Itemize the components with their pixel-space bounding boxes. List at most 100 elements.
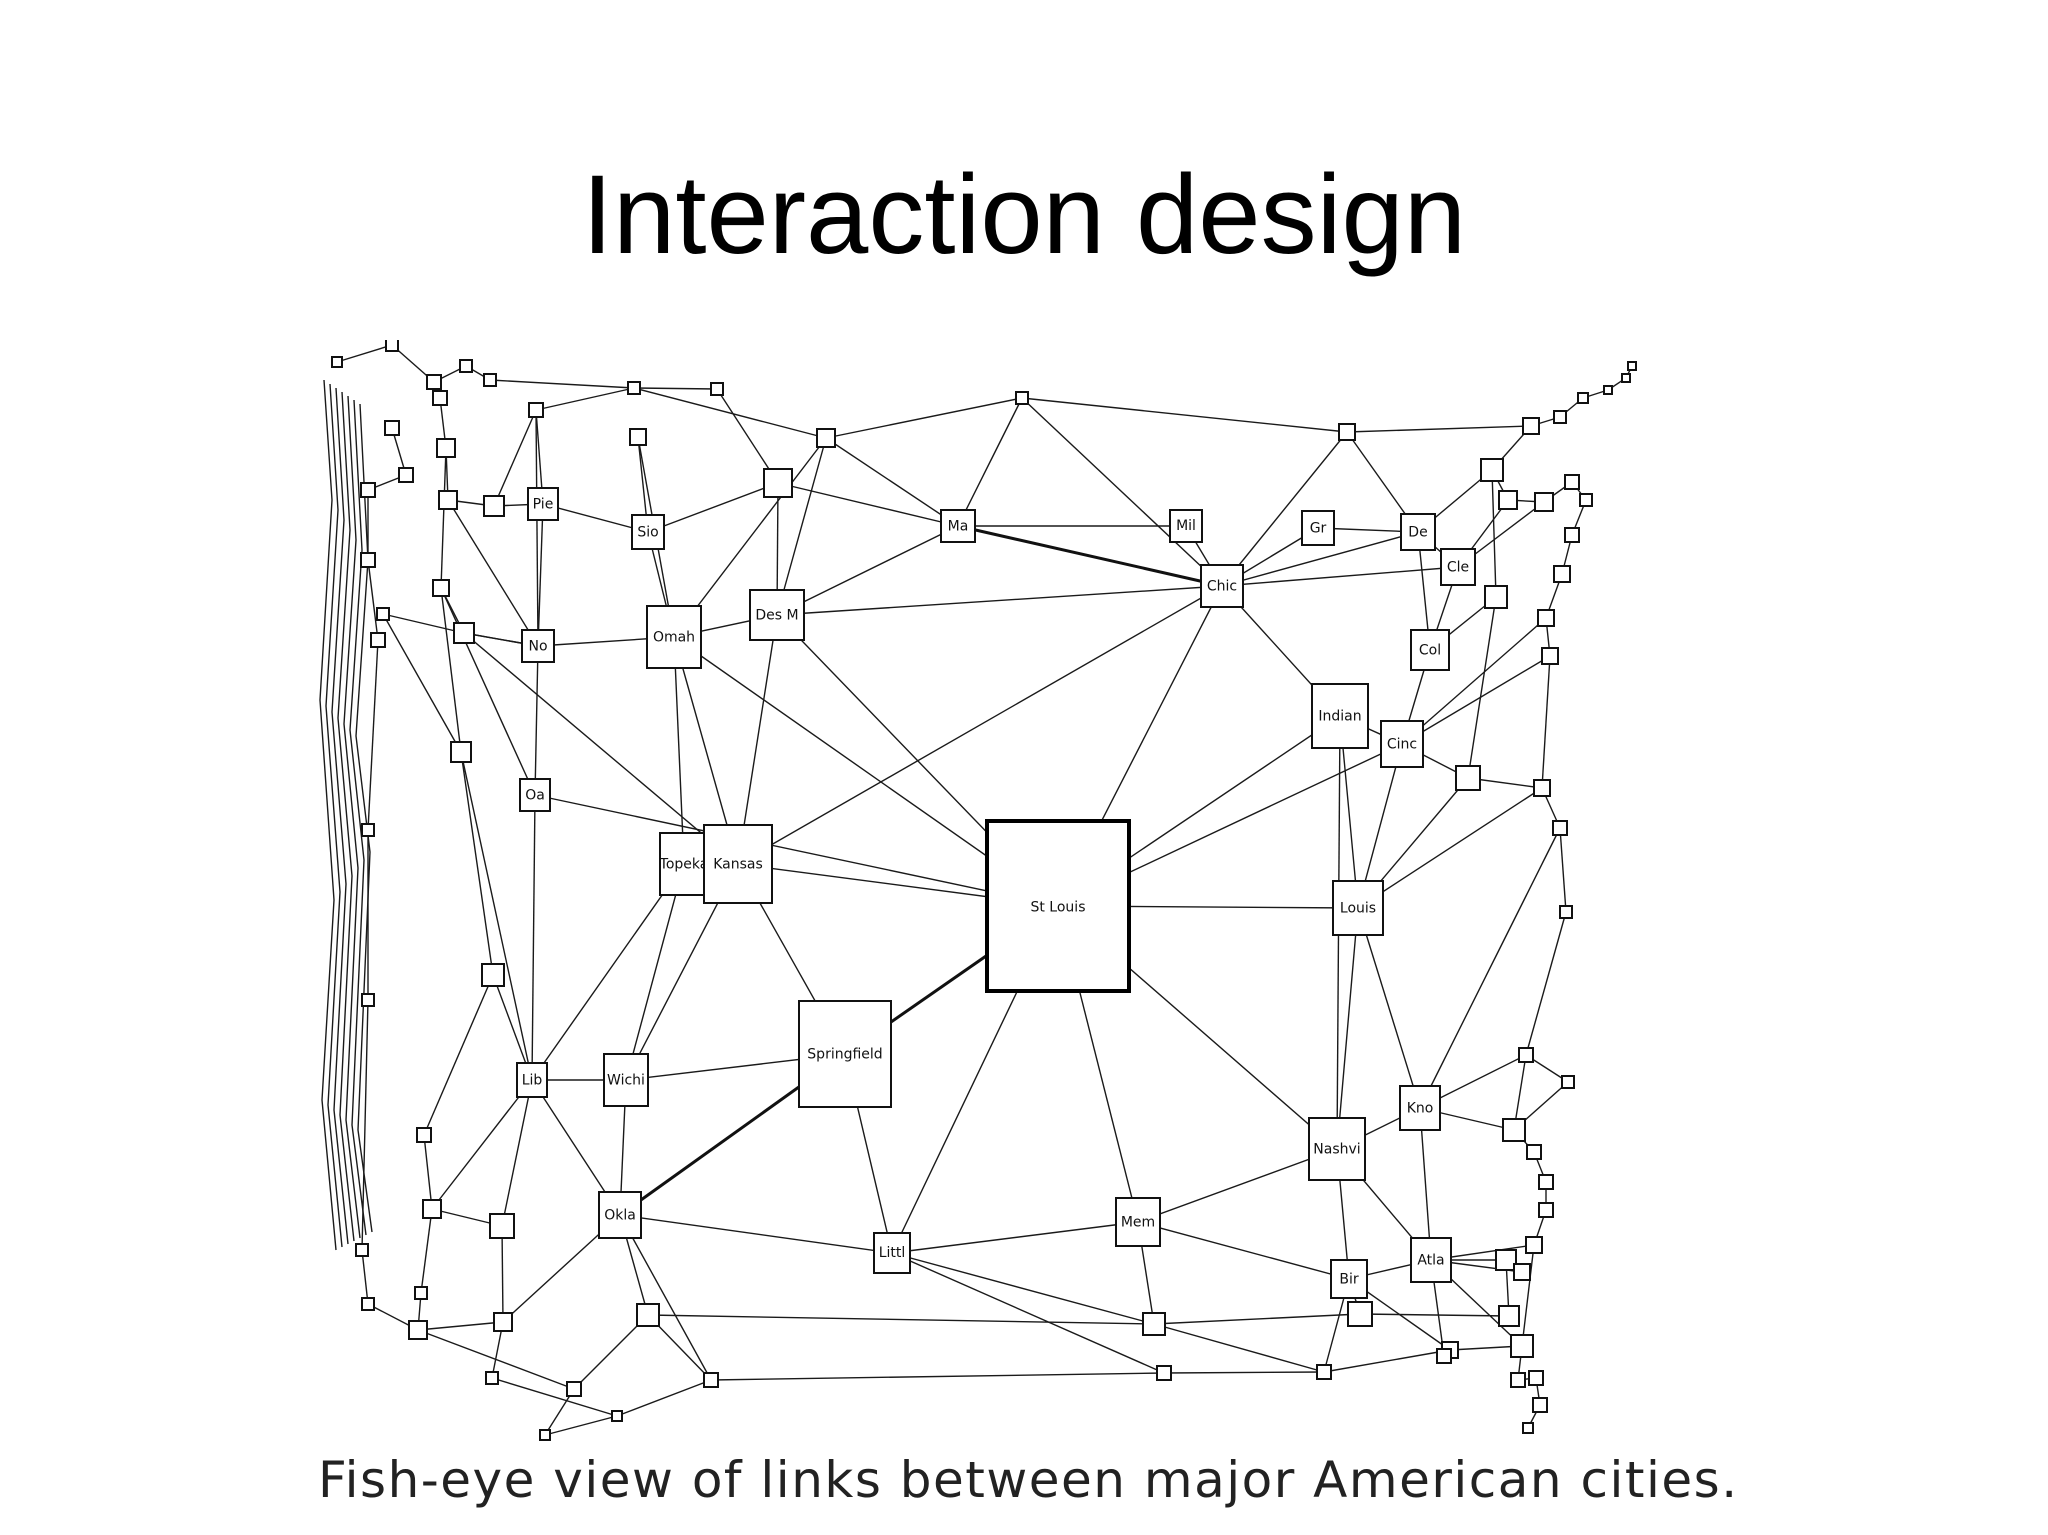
link-s18-s19 (1021, 397, 1348, 433)
city-node-small (1538, 1174, 1554, 1190)
city-node-small (629, 428, 647, 446)
city-node-small (398, 467, 414, 483)
city-node-small (1579, 493, 1593, 507)
city-node-small (384, 420, 400, 436)
city-node-small (1559, 905, 1573, 919)
city-label: Chic (1207, 579, 1237, 595)
link-s52-s53 (616, 1379, 712, 1417)
link-s33-s36 (1467, 596, 1497, 779)
compressed-link-bundle (331, 387, 349, 1245)
city-node-small (1627, 361, 1637, 371)
city-node-small (1156, 1365, 1172, 1381)
city-label: Des M (755, 608, 798, 624)
city-box (598, 1191, 642, 1239)
city-node-ma: Ma (940, 509, 976, 543)
link-s12-no (535, 409, 539, 647)
link-s17-ma (777, 482, 959, 527)
link-s50-s51 (573, 1314, 649, 1390)
link-sio-s17 (647, 482, 779, 533)
city-node-lib: Lib (516, 1062, 548, 1098)
city-node-small (361, 823, 375, 837)
city-node-mem: Mem (1115, 1197, 1161, 1247)
city-box (1440, 548, 1476, 586)
link-s62-s63 (1513, 1054, 1527, 1131)
city-node-small (1537, 609, 1555, 627)
link-no-pie (537, 503, 544, 647)
link-ma-chic (957, 524, 1223, 588)
link-kansas-s40 (463, 632, 739, 865)
city-node-atla: Atla (1410, 1237, 1452, 1283)
city-node-small (1510, 1334, 1534, 1358)
city-label: De (1408, 525, 1427, 541)
link-s42-lib (460, 751, 533, 1081)
city-node-omah: Omah (646, 605, 702, 669)
link-s19-chic (1221, 431, 1348, 587)
city-node-small (385, 340, 399, 352)
city-node-small (1541, 647, 1559, 665)
city-node-bir: Bir (1330, 1259, 1368, 1299)
city-node-springfield: Springfield (798, 1000, 892, 1108)
city-node-kno: Kno (1399, 1085, 1441, 1131)
city-node-small (1553, 410, 1567, 424)
city-node-small (360, 482, 376, 498)
city-node-small (481, 963, 505, 987)
link-s54-s56 (1153, 1323, 1325, 1373)
city-box (1400, 513, 1436, 551)
compressed-link-bundle (343, 395, 361, 1239)
link-s56-s58 (1323, 1349, 1451, 1373)
link-topeka-lib (531, 863, 685, 1081)
city-node-small (1142, 1312, 1166, 1336)
link-s33-s26 (1491, 469, 1497, 598)
city-node-small (1518, 1047, 1534, 1063)
city-label: Mem (1121, 1215, 1155, 1231)
city-label: Col (1419, 643, 1441, 659)
link-s80-s81 (361, 1249, 369, 1305)
city-label: Okla (604, 1208, 636, 1224)
city-node-col: Col (1410, 629, 1450, 671)
city-node-small (426, 374, 442, 390)
city-node-small (566, 1381, 582, 1397)
link-s54-s57 (1153, 1313, 1361, 1325)
link-omah-s16 (673, 437, 827, 638)
city-box (1332, 880, 1384, 936)
city-box (527, 487, 559, 521)
link-chic-cle (1221, 566, 1459, 587)
compressed-link-bundle (325, 383, 343, 1248)
link-chic-s18 (1021, 397, 1223, 587)
city-node-small (1480, 458, 1504, 482)
city-node-small (360, 552, 376, 568)
link-s38-kno (1419, 827, 1561, 1109)
city-node-small (1532, 1397, 1548, 1413)
city-node-small (1338, 423, 1356, 441)
city-node-small (1455, 765, 1481, 791)
city-node-small (408, 1320, 428, 1340)
city-node-small (1603, 385, 1613, 395)
link-s14-s17 (716, 388, 779, 484)
city-node-small (370, 632, 386, 648)
link-s37-louis (1357, 787, 1543, 909)
city-label: Oa (525, 788, 545, 804)
city-node-small (1495, 1249, 1517, 1271)
slide-title: Interaction design (581, 152, 1467, 277)
link-louis-nashvi (1336, 907, 1359, 1150)
city-node-small (703, 1372, 719, 1388)
city-node-oa: Oa (519, 778, 551, 812)
link-desm-ma (776, 525, 959, 616)
city-node-wichi: Wichi (603, 1053, 649, 1107)
city-node-cle: Cle (1440, 548, 1476, 586)
city-node-small (1436, 1348, 1452, 1364)
city-label: Cle (1447, 560, 1469, 576)
figure-caption: Fish-eye view of links between major Ame… (318, 1451, 1739, 1509)
link-topeka-omah (673, 636, 685, 865)
link-s18-s16 (825, 397, 1023, 439)
city-box (985, 819, 1131, 993)
link-s52-s55 (710, 1372, 1165, 1381)
city-node-small (1528, 1370, 1544, 1386)
link-stl-oa (534, 794, 1059, 907)
city-node-pie: Pie (527, 487, 559, 521)
city-node-okla: Okla (598, 1191, 642, 1239)
city-box (703, 824, 773, 904)
link-s52-okla (619, 1214, 712, 1381)
compressed-link-bundle (319, 379, 337, 1251)
link-s18-ma (957, 397, 1023, 527)
